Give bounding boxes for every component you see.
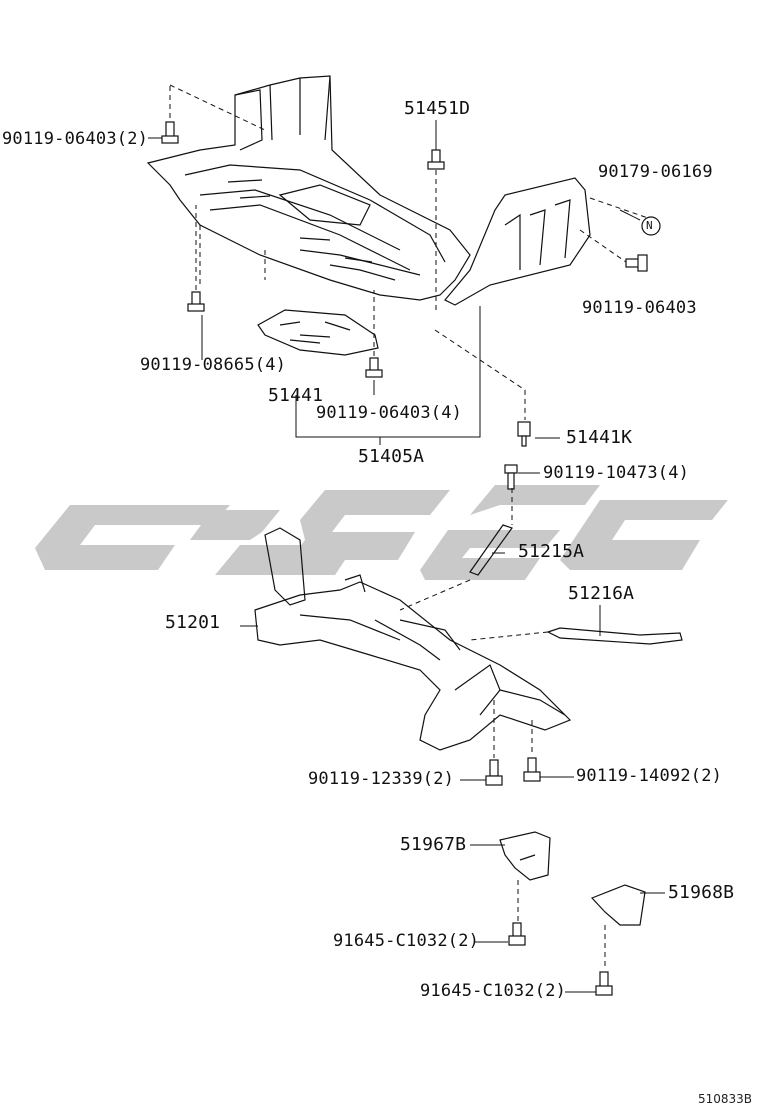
bolt-icon xyxy=(485,759,503,786)
bolt-icon xyxy=(508,922,526,946)
part-label-51201: 51201 xyxy=(165,612,221,633)
part-label-90119-14092-2: 90119-14092(2) xyxy=(576,766,723,786)
part-label-51968B: 51968B xyxy=(668,882,735,903)
part-label-90119-10473-4: 90119-10473(4) xyxy=(543,463,690,483)
leader-lines xyxy=(148,120,665,993)
engine-under-cover xyxy=(146,75,471,301)
part-label-90119-12339-2: 90119-12339(2) xyxy=(308,769,455,789)
dashed-guide-lines xyxy=(169,84,649,970)
part-label-90119-06403-2: 90119-06403(2) xyxy=(2,129,149,149)
bracket-51968B xyxy=(590,884,646,926)
part-label-91645-C1032-2-b: 91645-C1032(2) xyxy=(420,981,567,1001)
part-label-90119-06403-4: 90119-06403(4) xyxy=(316,403,463,423)
lower-cover-51441 xyxy=(257,309,379,356)
brace-51216A xyxy=(546,627,683,645)
watermark-logo xyxy=(35,485,728,580)
bolt-icon xyxy=(161,121,179,144)
side-cover-right xyxy=(444,177,591,306)
part-label-90119-08665-4: 90119-08665(4) xyxy=(140,355,287,375)
n-marker-label: N xyxy=(646,219,653,232)
part-label-91645-C1032-2-a: 91645-C1032(2) xyxy=(333,931,480,951)
part-label-51215A: 51215A xyxy=(518,541,585,562)
part-label-51405A: 51405A xyxy=(358,446,425,467)
part-label-51967B: 51967B xyxy=(400,834,467,855)
part-label-51216A: 51216A xyxy=(568,583,635,604)
bolt-icon xyxy=(187,291,205,312)
part-label-90179-06169: 90179-06169 xyxy=(598,162,713,182)
bolt-icon xyxy=(427,149,445,170)
clip-icon xyxy=(517,421,531,447)
fasteners xyxy=(161,121,661,996)
strut-51215A xyxy=(469,524,513,576)
bolt-icon xyxy=(365,357,383,378)
part-label-51451D: 51451D xyxy=(404,98,471,119)
part-label-90119-06403: 90119-06403 xyxy=(582,298,697,318)
bolt-icon xyxy=(625,254,648,272)
part-label-51441K: 51441K xyxy=(566,427,633,448)
diagram-reference-code: 510833B xyxy=(697,1092,752,1106)
bolt-icon xyxy=(595,971,613,996)
bracket-51967B xyxy=(499,831,551,881)
part-label-51441: 51441 xyxy=(268,385,324,406)
front-crossmember xyxy=(254,527,572,751)
n-marker-icon xyxy=(641,216,661,236)
bolt-icon xyxy=(504,464,518,490)
bolt-icon xyxy=(523,757,541,782)
